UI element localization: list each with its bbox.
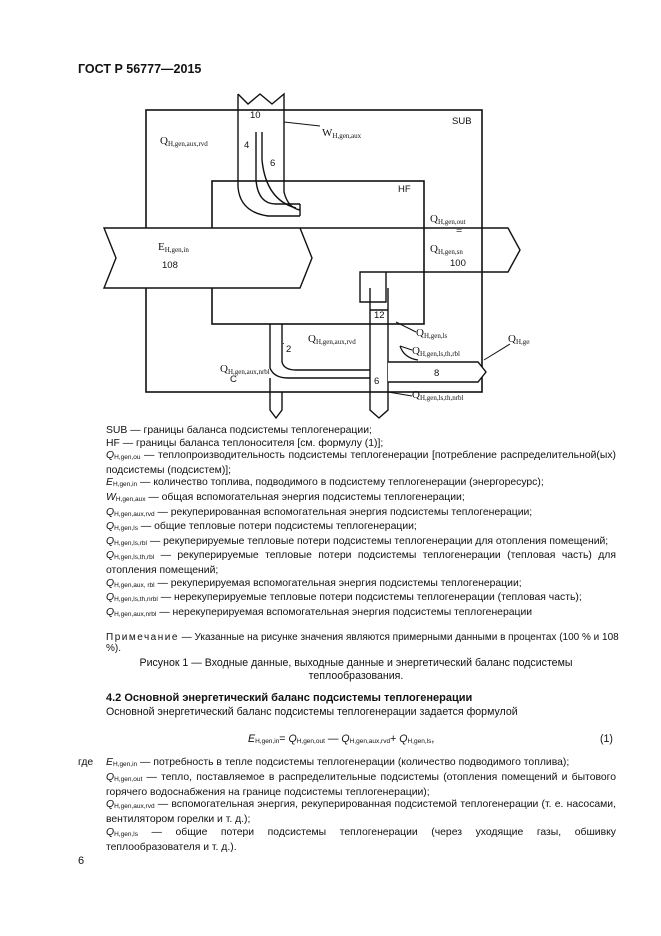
definition-item: QH,gen,aux,rvd — вспомогательная энергия… — [106, 799, 616, 826]
flow-number-108: 108 — [162, 260, 178, 271]
legend-item: QH,gen,aux, rbl — рекуперируемая вспомог… — [106, 577, 522, 589]
legend-item: QH,gen,ls,rbl — рекуперируемые тепловые … — [106, 535, 609, 547]
legend-item: QH,gen,ou — теплопроизводительность подс… — [106, 450, 616, 476]
intro-paragraph: Основной энергетический баланс подсистем… — [106, 706, 518, 718]
flow-number-4: 4 — [244, 140, 249, 151]
note-text: — Указанные на рисунке значения являются… — [106, 632, 619, 654]
legend-item: QH,gen,ls,th,rbl — рекуперируемые теплов… — [106, 550, 616, 576]
rbl-loss-arrow — [388, 361, 487, 383]
flow-number-8: 8 — [434, 368, 439, 379]
page-number: 6 — [78, 855, 85, 867]
legend-item: QH,gen,ls — общие тепловые потери подсис… — [106, 521, 417, 533]
equals-sign: = — [456, 225, 462, 237]
equation-number: (1) — [600, 733, 613, 745]
legend-item: QH,gen,ls,th,nrbl — нерекуперируемые теп… — [106, 592, 582, 604]
flow-number-2: 2 — [286, 344, 291, 355]
legend-item: SUB — границы баланса подсистемы теплоге… — [106, 425, 372, 436]
flow-number-6b: 6 — [374, 376, 379, 387]
definition-item: QH,gen,ls — общие потери подсистемы тепл… — [106, 826, 616, 853]
definition-item: QH,gen,out — тепло, поставляемое в распр… — [106, 771, 616, 798]
caption-line-1: Рисунок 1 — Входные данные, выходные дан… — [139, 657, 573, 669]
q-aux-rvd-top-label: QH,gen,aux,rvd — [160, 135, 208, 148]
legend-item: QH,gen,aux,nrbl — нерекуперируемая вспом… — [106, 606, 533, 618]
q-aux-rvd-mid-label: QH,gen,aux,rvd — [308, 333, 356, 346]
hf-label: HF — [398, 184, 411, 195]
output-flow-arrow — [300, 227, 521, 303]
flow-number-12: 12 — [374, 310, 385, 321]
q-sn-label: QH,gen,sn — [430, 243, 463, 256]
q-ls-label: QH,gen,ls — [416, 327, 448, 340]
flow-number-100: 100 — [450, 258, 466, 269]
w-aux-label: WH,gen,aux — [322, 127, 362, 140]
document-header: ГОСТ Р 56777—2015 — [78, 62, 202, 76]
aux-rvd-flow — [237, 132, 300, 217]
legend-item: EH,gen,in — количество топлива, подводим… — [106, 477, 544, 489]
flow-number-10: 10 — [250, 110, 261, 121]
caption-line-2: теплообразования. — [308, 670, 404, 682]
q-ls-th-rbl-label: QH,gen,ls,th,rbl — [412, 345, 460, 358]
input-flow-arrow — [102, 227, 313, 289]
q-aux-nrbl-label: QH,gen,aux,nrbl — [220, 363, 270, 376]
legend-item: QH,gen,aux,rvd — рекуперированная вспомо… — [106, 506, 533, 518]
energy-balance-diagram: SUB HF 10 4 6 108 100 12 2 . 8 6 C = WH,… — [102, 92, 530, 420]
aux-input-arrow — [237, 92, 285, 132]
note-label: Примечание — [106, 632, 179, 643]
flow-number-6: 6 — [270, 158, 275, 169]
q-ls-rbl-label: QH,gen,ls,rbl — [508, 333, 530, 346]
section-heading: 4.2 Основной энергетический баланс подси… — [106, 692, 473, 704]
q-ls-th-nrbl-label: QH,gen,ls,th,nrbl — [412, 389, 464, 402]
legend-item: HF — границы баланса теплоносителя [см. … — [106, 437, 384, 449]
figure-note: Примечание — Указанные на рисунке значен… — [106, 632, 626, 654]
dot-mark: . — [282, 336, 285, 347]
e-in-label: EH,gen,in — [158, 241, 189, 254]
q-out-label: QH,gen,out — [430, 213, 466, 226]
where-word: где — [78, 757, 94, 768]
balance-equation: EH,gen,in= QH,gen,out — QH,gen,aux,rvd+ … — [248, 733, 435, 745]
c-mark: C — [230, 374, 237, 385]
legend-item: WH,gen,aux — общая вспомогательная энерг… — [106, 491, 465, 503]
figure-legend: SUB — границы баланса подсистемы теплоге… — [106, 425, 616, 621]
figure-caption: Рисунок 1 — Входные данные, выходные дан… — [106, 657, 606, 683]
sub-label: SUB — [452, 116, 472, 127]
